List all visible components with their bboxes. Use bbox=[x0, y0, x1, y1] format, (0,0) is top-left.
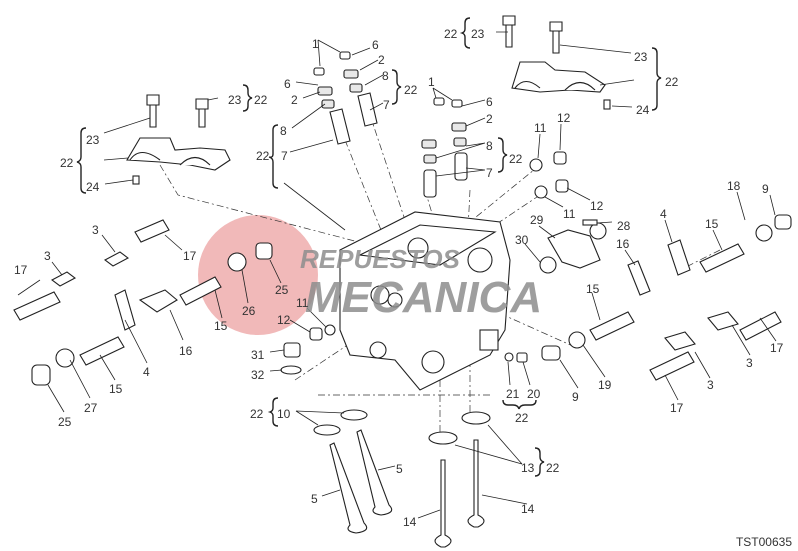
callout-19: 19 bbox=[598, 378, 612, 392]
callout-22: 22 bbox=[665, 75, 679, 89]
leader-lines bbox=[17, 31, 777, 519]
valve-train-upper bbox=[313, 51, 468, 198]
callout-15: 15 bbox=[586, 282, 600, 296]
callout-21: 21 bbox=[506, 387, 520, 401]
callout-3: 3 bbox=[44, 249, 51, 263]
callout-23: 23 bbox=[471, 27, 485, 41]
callout-28: 28 bbox=[617, 219, 631, 233]
callout-22: 22 bbox=[254, 93, 268, 107]
callout-22: 22 bbox=[546, 461, 560, 475]
callout-14: 14 bbox=[403, 515, 417, 529]
cylinder-head bbox=[339, 211, 511, 391]
callout-15: 15 bbox=[705, 217, 719, 231]
watermark-circle bbox=[198, 215, 318, 335]
callout-29: 29 bbox=[530, 213, 544, 227]
callout-4: 4 bbox=[143, 365, 150, 379]
callout-23: 23 bbox=[86, 133, 100, 147]
callout-24: 24 bbox=[86, 180, 100, 194]
callout-25: 25 bbox=[58, 415, 72, 429]
callout-12: 12 bbox=[277, 313, 291, 327]
callout-22: 22 bbox=[60, 156, 74, 170]
callout-6: 6 bbox=[486, 95, 493, 109]
rockers-and-shafts bbox=[13, 151, 792, 386]
callout-27: 27 bbox=[84, 401, 98, 415]
callout-16: 16 bbox=[179, 344, 193, 358]
callout-23: 23 bbox=[634, 50, 648, 64]
callout-22: 22 bbox=[256, 149, 270, 163]
callout-7: 7 bbox=[383, 98, 390, 112]
callout-15: 15 bbox=[214, 319, 228, 333]
camshaft-cap-left bbox=[126, 94, 231, 185]
callout-17: 17 bbox=[770, 341, 784, 355]
callout-11: 11 bbox=[534, 121, 547, 135]
callout-23: 23 bbox=[228, 93, 242, 107]
callout-12: 12 bbox=[557, 111, 571, 125]
callout-32: 32 bbox=[251, 368, 265, 382]
callout-13: 13 bbox=[521, 461, 535, 475]
callout-11: 11 bbox=[296, 296, 309, 310]
callout-7: 7 bbox=[281, 149, 288, 163]
callout-6: 6 bbox=[372, 38, 379, 52]
callout-24: 24 bbox=[636, 103, 650, 117]
callout-22: 22 bbox=[515, 411, 529, 425]
callout-4: 4 bbox=[660, 207, 667, 221]
callout-3: 3 bbox=[746, 356, 753, 370]
callout-22: 22 bbox=[509, 152, 523, 166]
callout-8: 8 bbox=[382, 69, 389, 83]
camshaft-cap-right bbox=[502, 15, 611, 110]
callout-17: 17 bbox=[670, 401, 684, 415]
callout-25: 25 bbox=[275, 283, 289, 297]
callout-1: 1 bbox=[428, 75, 435, 89]
callout-18: 18 bbox=[727, 179, 741, 193]
watermark-line2: MECANICA bbox=[305, 273, 542, 322]
callout-6: 6 bbox=[284, 77, 291, 91]
callout-3: 3 bbox=[92, 223, 99, 237]
callout-14: 14 bbox=[521, 502, 535, 516]
callout-30: 30 bbox=[515, 233, 529, 247]
callout-20: 20 bbox=[527, 387, 541, 401]
callout-22: 22 bbox=[404, 83, 418, 97]
callout-31: 31 bbox=[251, 348, 265, 362]
callout-17: 17 bbox=[183, 249, 197, 263]
callout-8: 8 bbox=[280, 124, 287, 138]
callout-2: 2 bbox=[291, 93, 298, 107]
watermark-line1: REPUESTOS bbox=[300, 244, 461, 274]
callout-8: 8 bbox=[486, 139, 493, 153]
callout-5: 5 bbox=[311, 492, 318, 506]
callout-10: 10 bbox=[277, 407, 291, 421]
callout-26: 26 bbox=[242, 304, 256, 318]
callout-22: 22 bbox=[444, 27, 458, 41]
valves bbox=[313, 409, 491, 548]
callout-9: 9 bbox=[762, 182, 769, 196]
watermark-logo: REPUESTOS MECANICA bbox=[300, 244, 542, 322]
callout-2: 2 bbox=[378, 53, 385, 67]
callout-12: 12 bbox=[590, 199, 604, 213]
callout-2: 2 bbox=[486, 112, 493, 126]
callout-5: 5 bbox=[396, 462, 403, 476]
callout-22: 22 bbox=[250, 407, 264, 421]
callout-7: 7 bbox=[486, 166, 493, 180]
callout-1: 1 bbox=[312, 37, 319, 51]
callout-11: 11 bbox=[563, 207, 576, 221]
drawing-code: TST00635 bbox=[735, 535, 792, 549]
callout-17: 17 bbox=[14, 263, 28, 277]
callout-3: 3 bbox=[707, 378, 714, 392]
callout-9: 9 bbox=[572, 390, 579, 404]
callout-16: 16 bbox=[616, 237, 630, 251]
callout-15: 15 bbox=[109, 382, 123, 396]
group-braces bbox=[76, 17, 662, 477]
